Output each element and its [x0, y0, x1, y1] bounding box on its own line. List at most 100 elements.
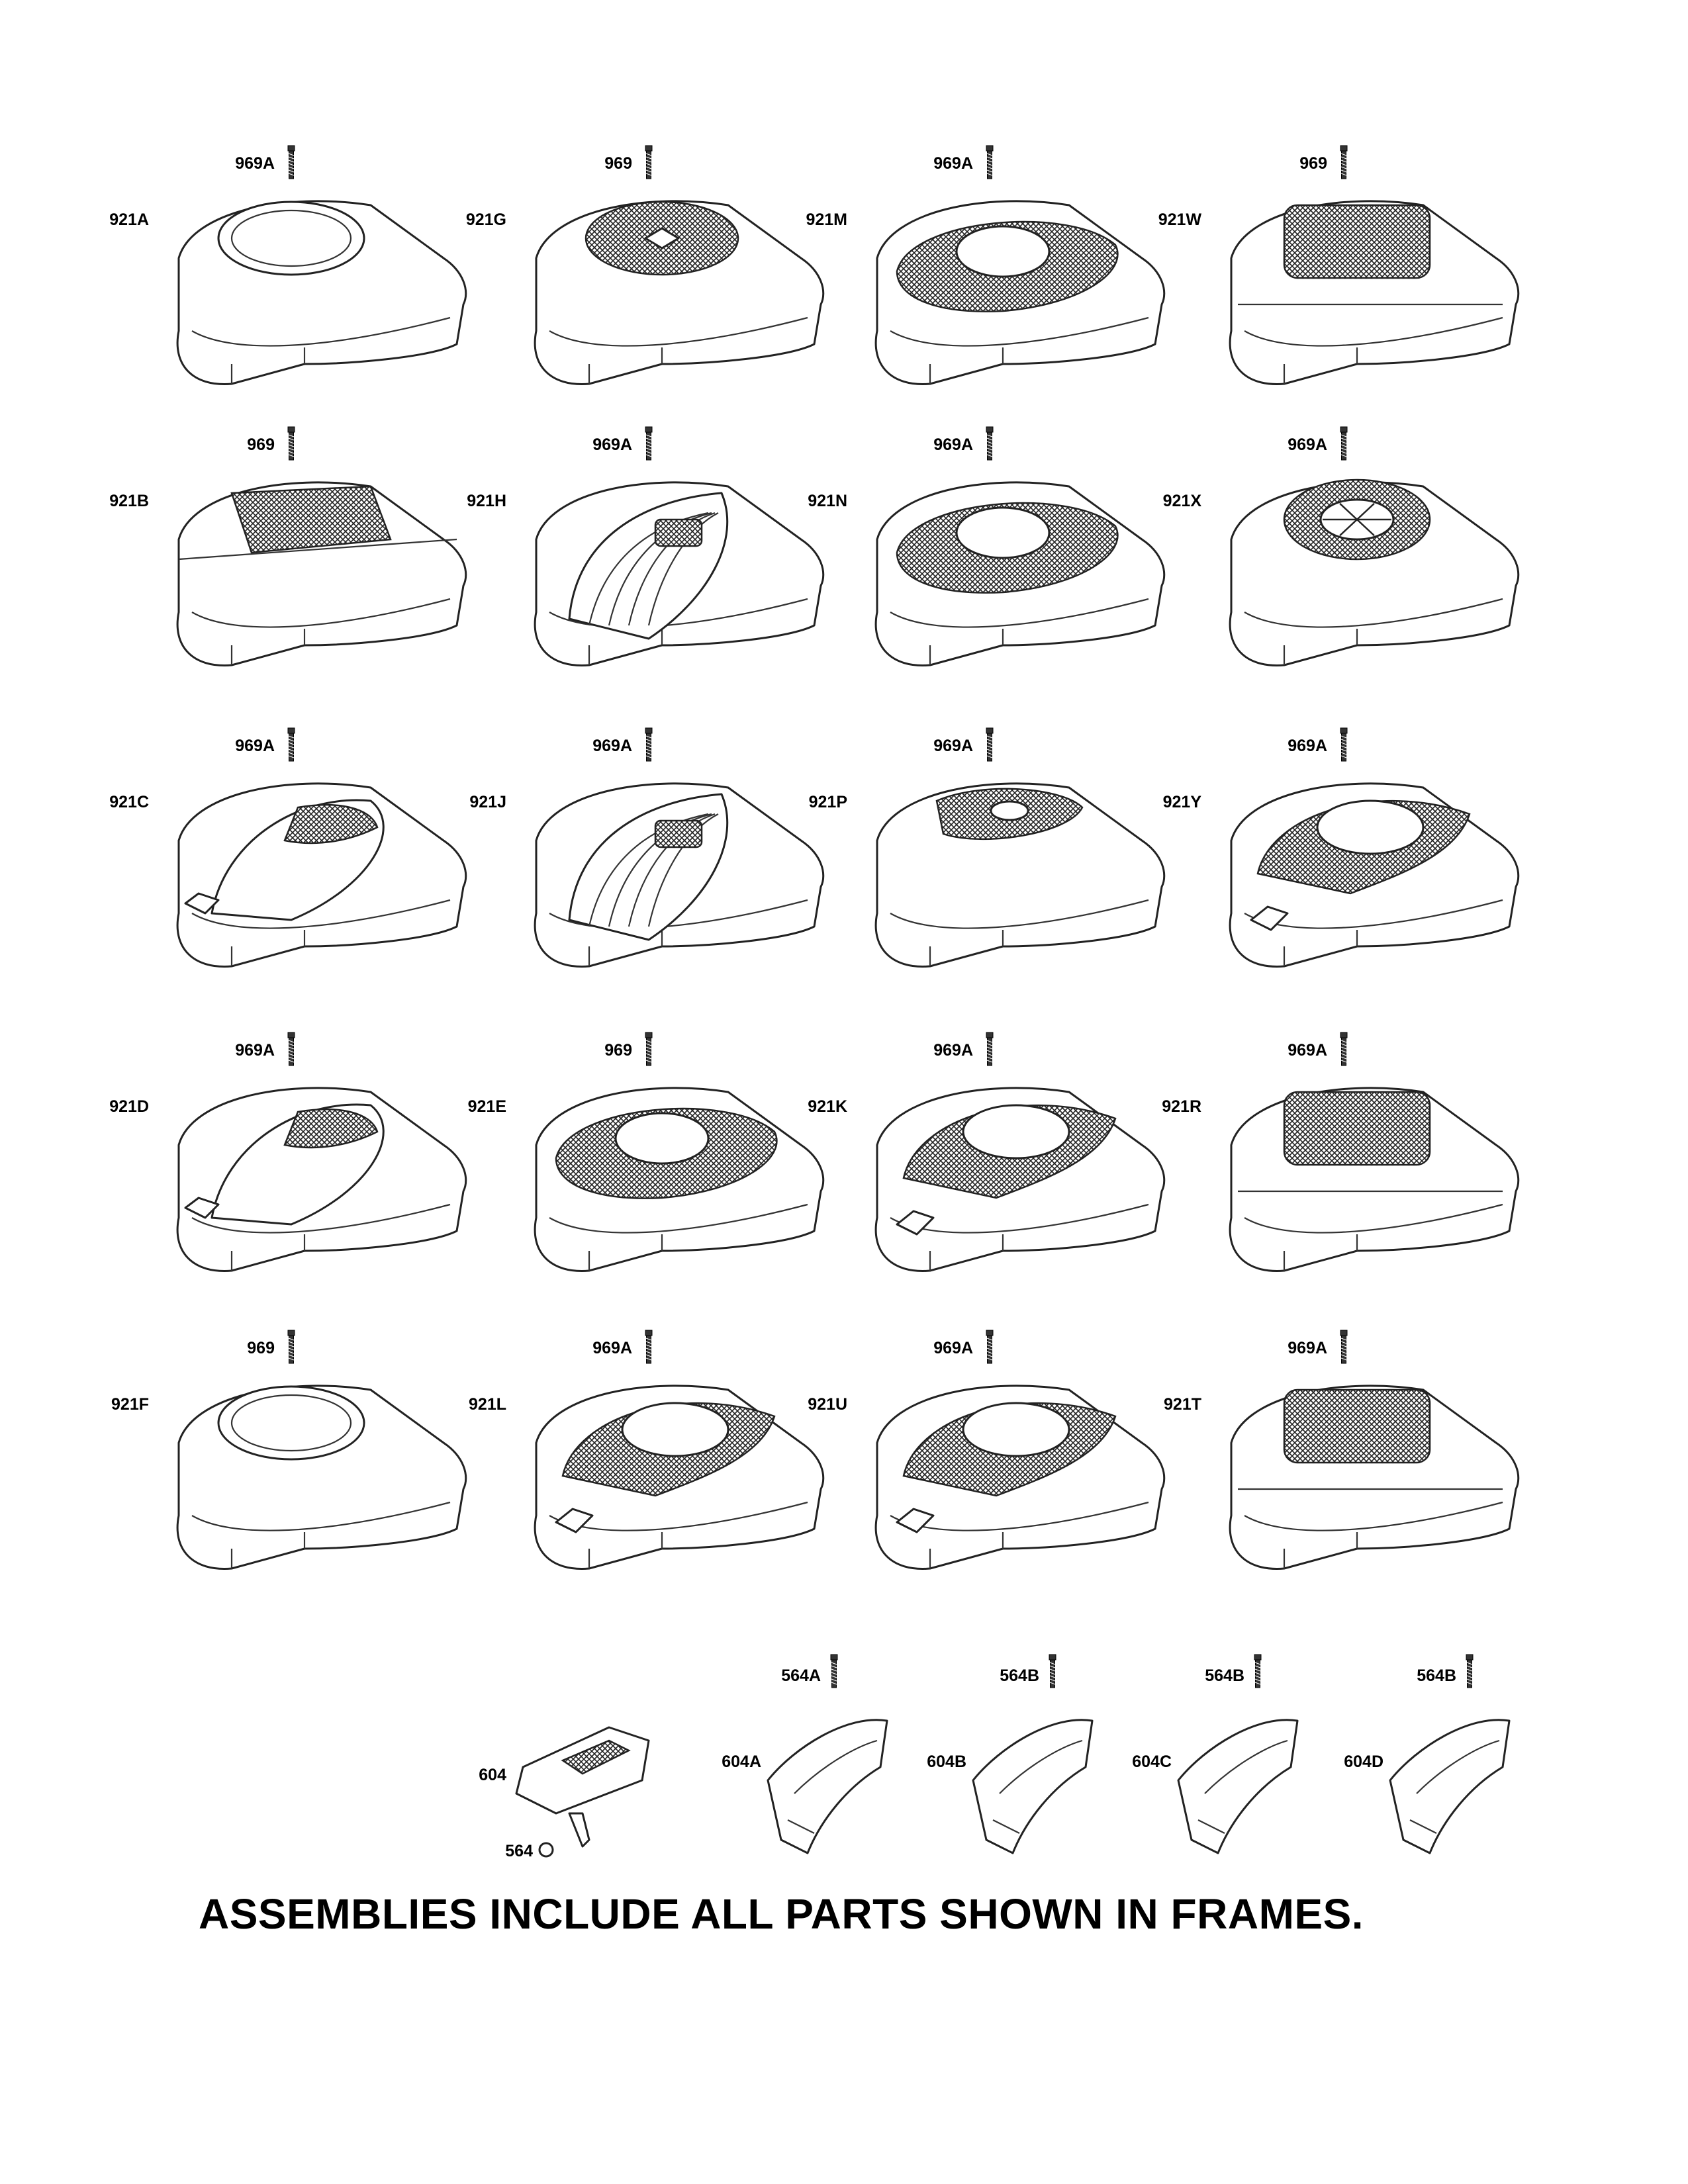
- shield-body: [972, 1719, 1094, 1854]
- screw-label: 969: [247, 1339, 275, 1357]
- screw-label: 564: [505, 1842, 533, 1860]
- screw-label: 969A: [1288, 1339, 1327, 1357]
- top-grille: [1283, 1091, 1431, 1166]
- screw-969: [1340, 145, 1348, 179]
- cover-921a: 969A 921A: [109, 145, 467, 385]
- shield-604d: 564B 604D: [1344, 1654, 1511, 1854]
- screw-label: 969A: [235, 154, 275, 173]
- screw-969a: [986, 426, 994, 461]
- part-label: 604B: [927, 1752, 966, 1771]
- screw-969: [287, 1330, 295, 1364]
- part-label: 921L: [469, 1395, 506, 1414]
- cover-921k: 969A 921K: [808, 1032, 1166, 1272]
- screw-969a: [287, 1032, 295, 1066]
- screw-564a: [830, 1654, 838, 1688]
- screw-label: 969: [604, 1041, 632, 1060]
- cover-921b: 969 921B: [109, 426, 467, 666]
- screw-label: 969A: [1288, 1041, 1327, 1060]
- screw-label: 969A: [933, 1041, 973, 1060]
- top-ring: [217, 201, 365, 276]
- part-label: 921F: [111, 1395, 149, 1414]
- screw-969a: [287, 727, 295, 762]
- screw-label: 969A: [592, 1339, 632, 1357]
- screw-969a: [986, 145, 994, 179]
- screw-label: 969A: [1288, 737, 1327, 755]
- part-label: 921D: [109, 1097, 149, 1116]
- screw-564b: [1254, 1654, 1262, 1688]
- cover-921t: 969A 921T: [1164, 1330, 1520, 1570]
- cover-921m: 969A 921M: [806, 145, 1166, 385]
- screw-969a: [1340, 727, 1348, 762]
- cover-921x: 969A 921X: [1163, 426, 1520, 666]
- screw-label: 564B: [1205, 1666, 1244, 1685]
- screw-969: [287, 426, 295, 461]
- screw-969a: [986, 1032, 994, 1066]
- part-label: 921P: [809, 793, 847, 811]
- screw-label: 969: [247, 435, 275, 454]
- part-label: 921A: [109, 210, 149, 229]
- part-label: 921B: [109, 492, 149, 510]
- shield-604: 564 604: [479, 1726, 650, 1860]
- screw-969: [645, 1032, 653, 1066]
- part-label: 921T: [1164, 1395, 1201, 1414]
- part-label: 604: [479, 1766, 506, 1784]
- part-label: 921N: [808, 492, 847, 510]
- assembly-note: ASSEMBLIES INCLUDE ALL PARTS SHOWN IN FR…: [199, 1890, 1364, 1938]
- part-label: 604A: [722, 1752, 761, 1771]
- screw-969a: [645, 1330, 653, 1364]
- part-label: 921C: [109, 793, 149, 811]
- part-label: 921K: [808, 1097, 847, 1116]
- cover-921r: 969A 921R: [1162, 1032, 1520, 1272]
- screw-label: 564A: [781, 1666, 821, 1685]
- part-label: 921X: [1163, 492, 1202, 510]
- shield-604a: 564A 604A: [722, 1654, 888, 1854]
- top-grille: [230, 485, 392, 554]
- cover-921e: 969 921E: [468, 1032, 825, 1272]
- screw-969a: [986, 727, 994, 762]
- screw-label: 564B: [1000, 1666, 1039, 1685]
- cover-921f: 969 921F: [111, 1330, 467, 1570]
- screw-564: [538, 1842, 554, 1858]
- screw-969a: [1340, 1032, 1348, 1066]
- screw-label: 969A: [1288, 435, 1327, 454]
- top-grille: [1283, 204, 1431, 279]
- part-label: 604D: [1344, 1752, 1383, 1771]
- screw-969: [645, 145, 653, 179]
- screw-label: 969: [604, 154, 632, 173]
- screw-label: 969A: [592, 737, 632, 755]
- part-label: 921R: [1162, 1097, 1201, 1116]
- screw-969a: [645, 727, 653, 762]
- screw-label: 969A: [933, 1339, 973, 1357]
- part-label: 921Y: [1163, 793, 1202, 811]
- part-label: 921E: [468, 1097, 506, 1116]
- screw-label: 564B: [1417, 1666, 1456, 1685]
- shield-body: [1389, 1719, 1511, 1854]
- shield-body: [767, 1719, 888, 1854]
- cover-921w: 969 921W: [1158, 145, 1520, 385]
- top-ring: [217, 1385, 365, 1461]
- shield-604c: 564B 604C: [1132, 1654, 1299, 1854]
- screw-969a: [986, 1330, 994, 1364]
- part-label: 921H: [467, 492, 506, 510]
- part-label: 604C: [1132, 1752, 1172, 1771]
- screw-969a: [1340, 426, 1348, 461]
- top-grille: [1283, 1388, 1431, 1464]
- cover-921y: 969A 921Y: [1163, 727, 1520, 968]
- part-label: 921W: [1158, 210, 1202, 229]
- screw-label: 969: [1299, 154, 1327, 173]
- screw-label: 969A: [933, 154, 973, 173]
- part-label: 921J: [469, 793, 506, 811]
- screw-label: 969A: [592, 435, 632, 454]
- part-label: 921M: [806, 210, 847, 229]
- screw-969a: [287, 145, 295, 179]
- shield-604b: 564B 604B: [927, 1654, 1094, 1854]
- screw-969a: [1340, 1330, 1348, 1364]
- screw-564b: [1466, 1654, 1474, 1688]
